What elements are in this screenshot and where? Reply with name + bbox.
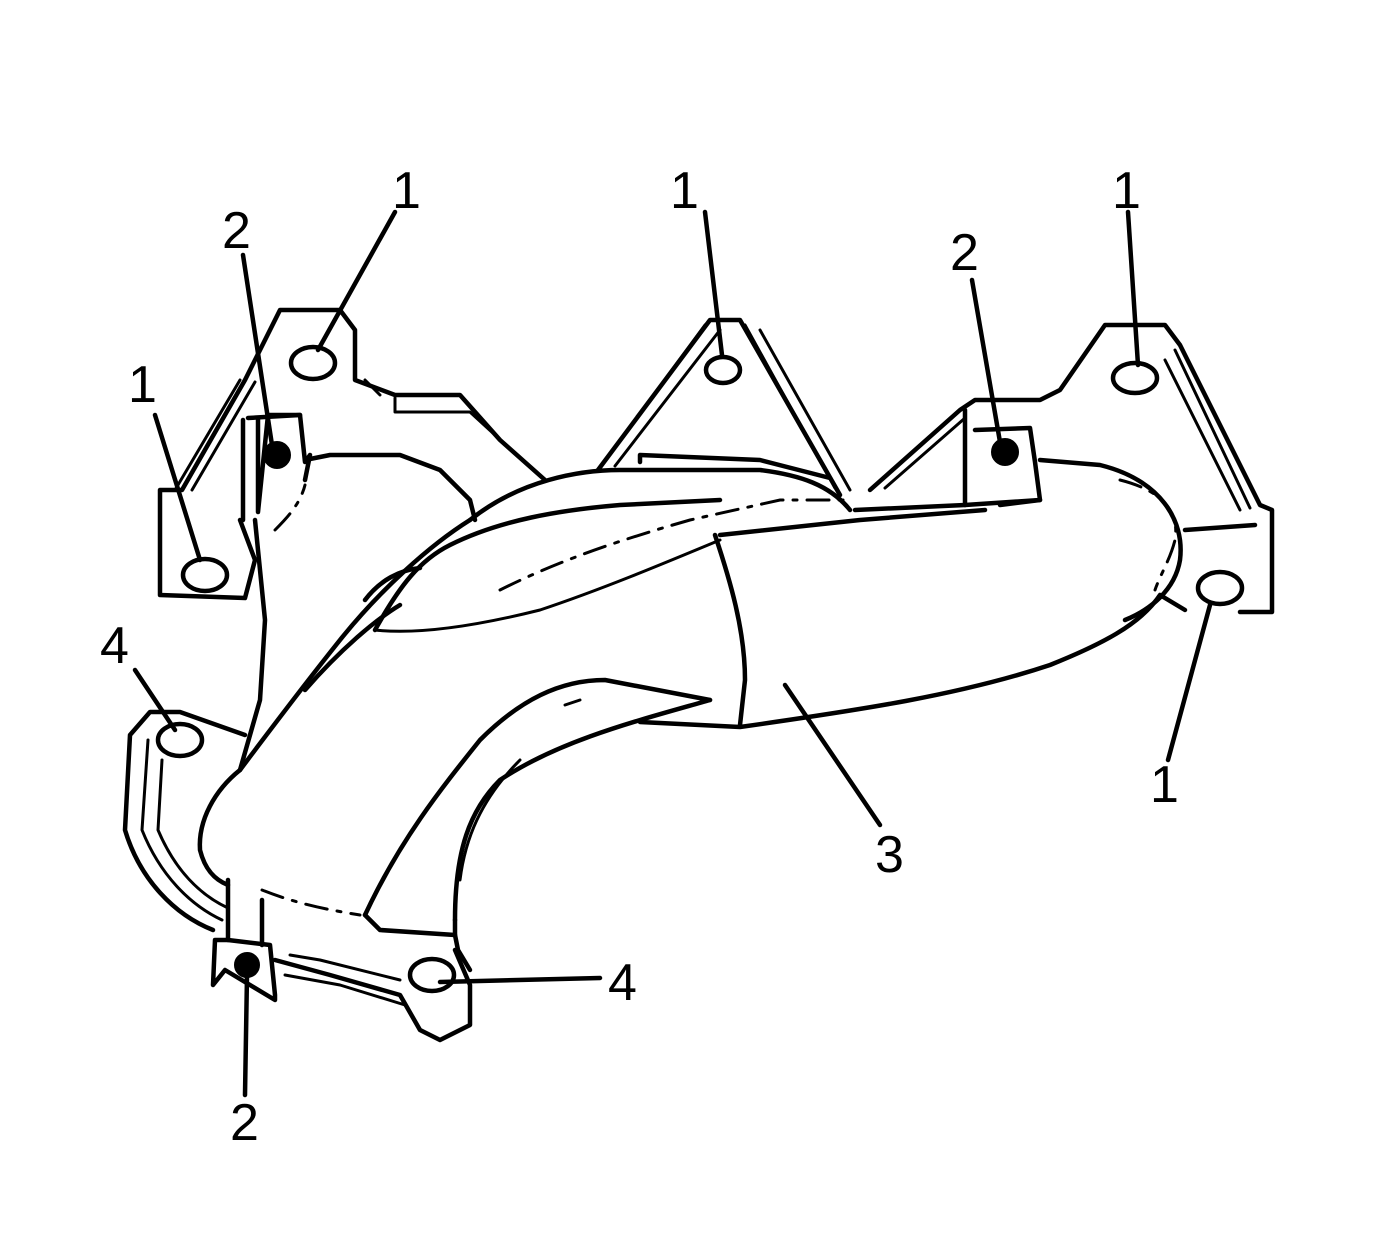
leader-line [240, 252, 275, 448]
leader-line [437, 975, 603, 985]
callout-label: 1 [392, 162, 421, 220]
stud-hole [991, 438, 1019, 466]
leader-line [1125, 209, 1141, 368]
stud-bosses [210, 407, 1043, 1003]
callout-label: 1 [670, 162, 699, 220]
callout-label: 1 [1112, 162, 1141, 220]
stud-hole [263, 441, 291, 469]
flange-bolt-hole [288, 344, 338, 382]
flange-bolt-hole [1110, 360, 1160, 396]
leader-lines [132, 209, 1213, 1098]
leader-line [1165, 602, 1213, 763]
flange-bolt-hole [1195, 569, 1245, 607]
callout-labels: 1 1 1 1 1 2 2 2 3 4 4 [100, 162, 1179, 1152]
leader-line [132, 667, 178, 733]
callout-label: 4 [100, 617, 129, 675]
leader-line [702, 209, 725, 358]
leader-line [242, 972, 250, 1098]
callout-label: 1 [1150, 756, 1179, 814]
callout-label: 2 [950, 224, 979, 282]
callout-label: 3 [875, 826, 904, 884]
callout-label: 1 [128, 356, 157, 414]
leader-line [315, 209, 398, 353]
callout-label: 2 [222, 202, 251, 260]
flange-bolt-hole [407, 956, 457, 994]
leader-line [782, 682, 883, 828]
flange-bolt-hole [703, 354, 743, 386]
flange-bolt-hole [180, 556, 230, 594]
manifold-runners [197, 452, 1188, 973]
callout-label: 2 [230, 1094, 259, 1152]
upper-flange [157, 307, 1275, 615]
lower-flange [122, 709, 473, 1043]
callout-label: 4 [608, 954, 637, 1012]
leader-line [152, 412, 203, 563]
stud-hole [234, 952, 260, 978]
flange-bolt-hole [155, 721, 205, 759]
leader-line [969, 277, 1003, 445]
